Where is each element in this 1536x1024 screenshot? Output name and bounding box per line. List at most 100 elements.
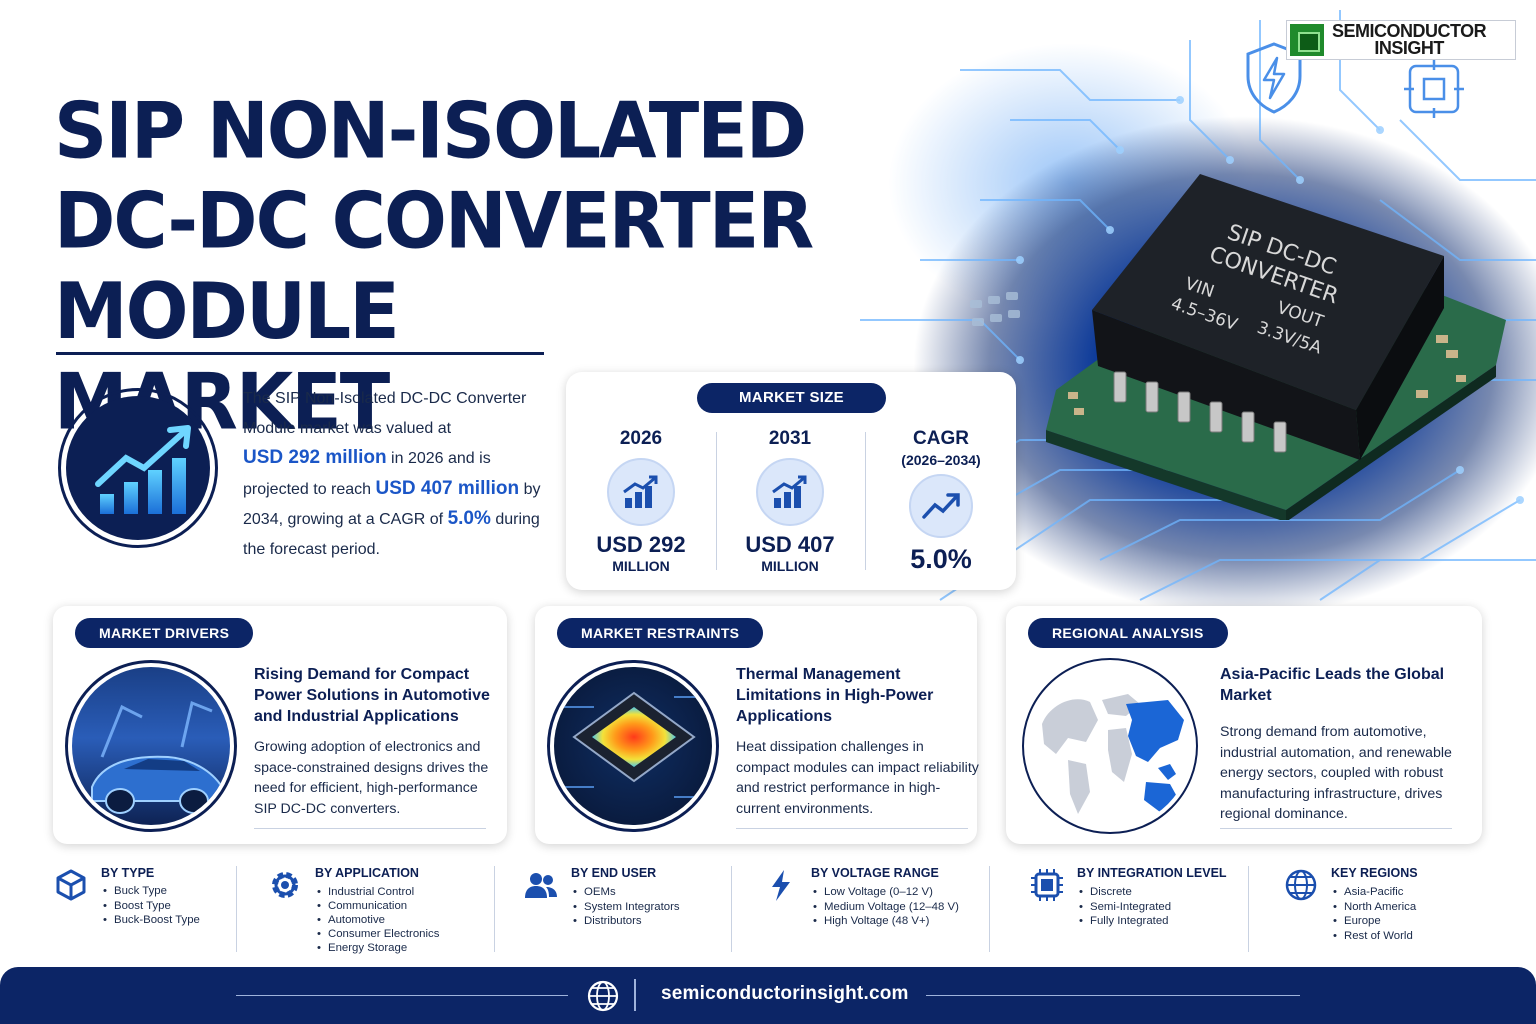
market-drivers-card: MARKET DRIVERS Rising Demand for Compact… xyxy=(53,606,507,844)
segment-item: Buck Type xyxy=(101,884,200,899)
segment-by-application: BY APPLICATION Industrial Control Commun… xyxy=(268,862,490,958)
segment-title: BY TYPE xyxy=(101,866,155,880)
gear-icon xyxy=(272,872,298,898)
lightning-icon xyxy=(772,870,790,901)
users-icon xyxy=(525,873,557,898)
panel-divider xyxy=(736,828,968,829)
segment-item: Rest of World xyxy=(1331,929,1416,944)
panel-divider xyxy=(1220,828,1452,829)
segment-by-type: BY TYPE Buck Type Boost Type Buck-Boost … xyxy=(54,862,234,958)
segment-list: OEMs System Integrators Distributors xyxy=(571,885,680,929)
segment-list: Discrete Semi-Integrated Fully Integrate… xyxy=(1077,885,1171,929)
drivers-body: Growing adoption of electronics and spac… xyxy=(254,739,489,817)
thermal-chip-image xyxy=(547,660,719,832)
brand-logo[interactable]: SEMICONDUCTOR INSIGHT xyxy=(1286,20,1516,60)
segment-item: Energy Storage xyxy=(315,941,439,955)
cube-icon xyxy=(56,869,86,901)
size-year-2031: 2031 xyxy=(768,428,812,449)
intro-text-4: during the forecast period. xyxy=(243,511,540,558)
segment-by-voltage-range: BY VOLTAGE RANGE Low Voltage (0–12 V) Me… xyxy=(764,862,984,958)
segment-title: BY VOLTAGE RANGE xyxy=(811,866,939,880)
segment-item: Buck-Boost Type xyxy=(101,913,200,928)
segment-item: Consumer Electronics xyxy=(315,927,439,941)
intro-text-3: by 2034, growing at a CAGR of xyxy=(243,480,541,529)
intro-value-2034: USD 407 million xyxy=(375,477,520,499)
globe-icon xyxy=(587,980,619,1012)
title-underline xyxy=(56,352,544,355)
market-drivers-label: MARKET DRIVERS xyxy=(75,618,254,648)
globe-icon xyxy=(1285,869,1317,901)
segment-item: Industrial Control xyxy=(315,885,439,899)
segment-title: BY APPLICATION xyxy=(315,866,419,880)
size-unit-2026: MILLION xyxy=(612,558,670,574)
segment-item: High Voltage (48 V+) xyxy=(811,914,959,929)
intro-paragraph: The SIP Non-Isolated DC-DC Converter Mod… xyxy=(243,384,543,564)
segment-item: Fully Integrated xyxy=(1077,914,1171,929)
segment-divider xyxy=(731,866,732,952)
intro-text-2: in 2026 and is projected to reach xyxy=(243,450,491,498)
footer-rule xyxy=(236,995,568,996)
intro-value-2026: USD 292 million xyxy=(243,447,387,468)
segment-by-integration-level: BY INTEGRATION LEVEL Discrete Semi-Integ… xyxy=(1030,862,1244,958)
segment-list: Asia-Pacific North America Europe Rest o… xyxy=(1331,885,1416,943)
growth-chart-icon xyxy=(58,388,218,548)
market-restraints-card: MARKET RESTRAINTS Thermal Management Lim… xyxy=(535,606,979,844)
segment-by-end-user: BY END USER OEMs System Integrators Dist… xyxy=(524,862,724,958)
bar-chart-icon xyxy=(756,458,824,526)
segment-item: Boost Type xyxy=(101,899,200,914)
segment-list: Low Voltage (0–12 V) Medium Voltage (12–… xyxy=(811,885,959,929)
segment-item: Semi-Integrated xyxy=(1077,900,1171,915)
footer-bar: semiconductorinsight.com xyxy=(0,967,1536,1024)
website-link[interactable]: semiconductorinsight.com xyxy=(661,983,909,1004)
segment-title: BY INTEGRATION LEVEL xyxy=(1077,866,1227,880)
footer-rule xyxy=(926,995,1300,996)
cagr-value: 5.0% xyxy=(910,544,972,574)
size-year-2026: 2026 xyxy=(619,428,663,449)
cagr-label: CAGR xyxy=(913,428,969,449)
segment-list: Industrial Control Communication Automot… xyxy=(315,885,439,955)
segment-item: Asia-Pacific xyxy=(1331,885,1416,900)
segment-item: Automotive xyxy=(315,913,439,927)
chip-outline-icon xyxy=(1404,60,1464,118)
size-unit-2031: MILLION xyxy=(761,558,819,574)
automotive-factory-image xyxy=(65,660,237,832)
size-value-2026: USD 292 xyxy=(596,532,686,557)
intro-text-1: The SIP Non-Isolated DC-DC Converter Mod… xyxy=(243,390,527,437)
segment-item: System Integrators xyxy=(571,900,680,915)
size-divider xyxy=(865,432,866,570)
market-size-label: MARKET SIZE xyxy=(697,383,886,413)
restraints-heading: Thermal Management Limitations in High-P… xyxy=(736,666,934,725)
market-restraints-label: MARKET RESTRAINTS xyxy=(557,618,764,648)
regional-heading: Asia-Pacific Leads the Global Market xyxy=(1220,666,1445,704)
drivers-heading: Rising Demand for Compact Power Solution… xyxy=(254,666,490,725)
segment-item: Europe xyxy=(1331,914,1416,929)
regional-analysis-card: REGIONAL ANALYSIS Asia-Pacific Leads the… xyxy=(1006,606,1482,844)
page-title: SIP NON-ISOLATED DC-DC CONVERTER MODULE … xyxy=(54,86,914,447)
intro-cagr: 5.0% xyxy=(447,508,491,529)
size-value-2031: USD 407 xyxy=(745,532,835,557)
segment-item: Discrete xyxy=(1077,885,1171,900)
segment-item: Communication xyxy=(315,899,439,913)
size-col-2026: 2026 USD 292 MILLION xyxy=(566,428,716,574)
title-line1: SIP NON-ISOLATED xyxy=(54,86,807,177)
restraints-body: Heat dissipation challenges in compact m… xyxy=(736,739,979,817)
segment-divider xyxy=(236,866,237,952)
segment-divider xyxy=(494,866,495,952)
market-size-card: MARKET SIZE 2026 USD 292 MILLION 2031 US… xyxy=(566,372,1016,590)
segment-divider xyxy=(989,866,990,952)
segment-list: Buck Type Boost Type Buck-Boost Type xyxy=(101,884,200,928)
world-map-globe-image xyxy=(1022,658,1198,834)
size-col-2031: 2031 USD 407 MILLION xyxy=(715,428,865,574)
segment-item: Medium Voltage (12–48 V) xyxy=(811,900,959,915)
trend-up-icon xyxy=(909,474,973,538)
segment-divider xyxy=(1248,866,1249,952)
bar-chart-icon xyxy=(607,458,675,526)
chip-icon xyxy=(1031,869,1063,901)
logo-line2: INSIGHT xyxy=(1374,38,1444,58)
segment-item: Low Voltage (0–12 V) xyxy=(811,885,959,900)
logo-line1: SEMICONDUCTOR xyxy=(1332,21,1487,41)
title-line2: DC-DC CONVERTER MODULE xyxy=(54,176,814,357)
size-divider xyxy=(716,432,717,570)
segment-item: Distributors xyxy=(571,914,680,929)
sip-converter-module-image: SIP DC-DC CONVERTER VIN 4.5–36V VOUT 3.3… xyxy=(1046,174,1506,520)
